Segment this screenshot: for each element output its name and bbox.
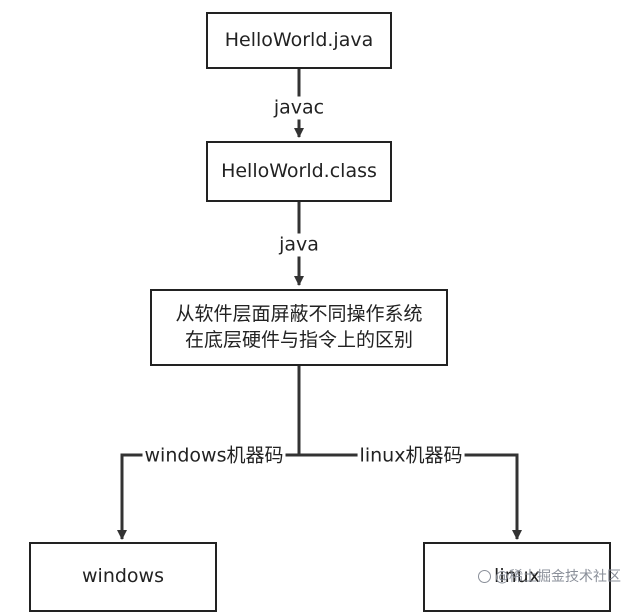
edge-windows [117, 453, 299, 540]
circle-logo-icon [478, 569, 491, 583]
node-linux-label: linux [494, 565, 540, 588]
edge-linux [299, 453, 522, 540]
watermark: @稀土掘金技术社区 [478, 566, 621, 586]
node-jvm-line-2: 在底层硬件与指令上的区别 [184, 328, 413, 351]
node-hello-java: HelloWorld.java [206, 12, 392, 69]
node-hello-class-label: HelloWorld.class [221, 159, 377, 182]
node-windows: windows [29, 542, 217, 612]
node-hello-java-label: HelloWorld.java [224, 28, 374, 51]
edge-label-javac: javac [271, 96, 327, 120]
node-jvm: 从软件层面屏蔽不同操作系统 在底层硬件与指令上的区别 [150, 289, 448, 366]
edge-label-linux: linux机器码 [357, 444, 465, 468]
node-hello-class: HelloWorld.class [206, 141, 392, 202]
edge-label-java: java [277, 233, 321, 257]
watermark-text: @稀土掘金技术社区 [495, 569, 621, 585]
edge-label-windows: windows机器码 [142, 444, 286, 468]
node-jvm-line-1: 从软件层面屏蔽不同操作系统 [175, 302, 423, 325]
node-windows-label: windows [82, 565, 164, 588]
